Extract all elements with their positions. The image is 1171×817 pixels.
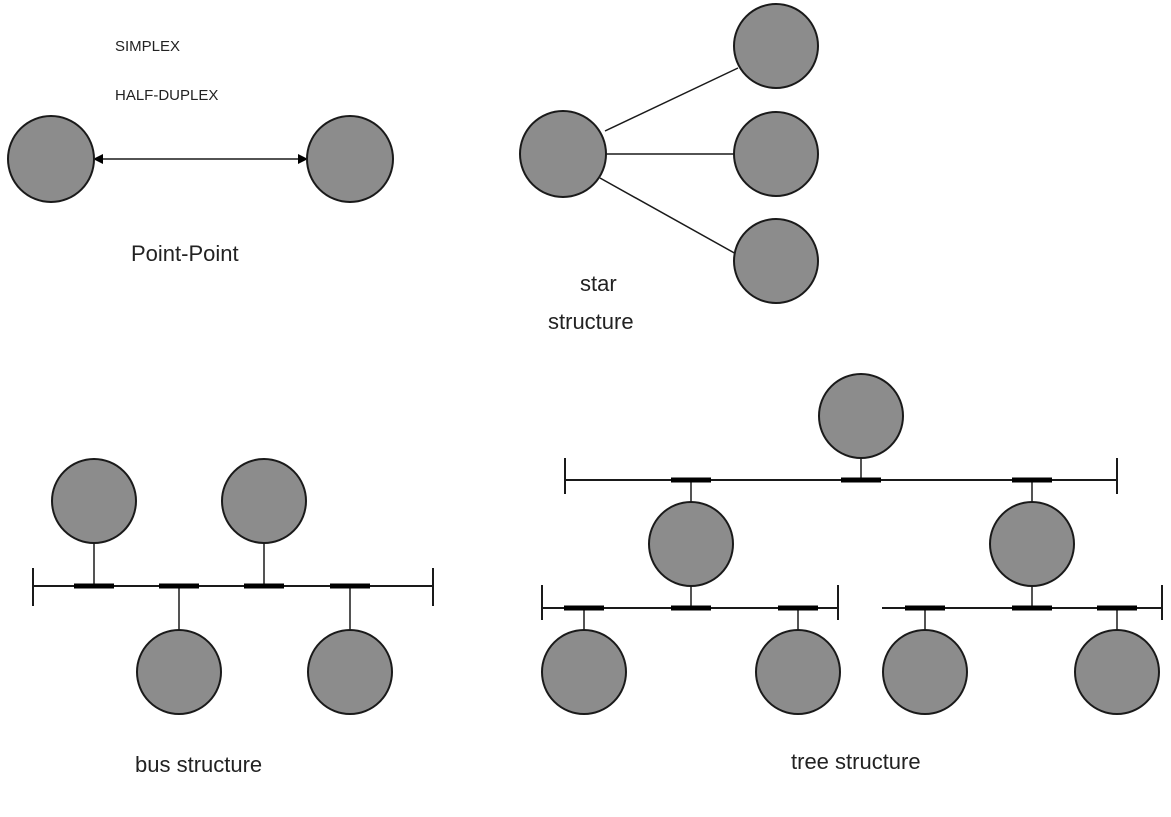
star-caption-line1: star [580,271,617,296]
tree-leaf-node [1074,629,1160,715]
star-node-bottom [733,218,819,304]
tree-mid-node-right [989,501,1075,587]
star-link-top [604,67,739,132]
point-point-diagram [7,115,394,203]
bus-node [51,458,137,544]
tree-diagram [541,373,1163,715]
tree-root-node [818,373,904,459]
bus-diagram [32,458,434,715]
bus-caption: bus structure [135,752,263,777]
tree-mid-node-left [648,501,734,587]
tree-caption: tree structure [791,749,921,774]
star-caption-line2: structure [548,309,634,334]
star-diagram [519,3,819,304]
point-node-right [306,115,394,203]
tree-leaf-node [882,629,968,715]
star-hub-node [519,110,607,198]
star-node-top [733,3,819,89]
point-node-left [7,115,95,203]
point-point-caption: Point-Point [131,241,239,266]
tree-leaf-node [755,629,841,715]
half-duplex-label: HALF-DUPLEX [115,87,219,104]
star-link-bottom [599,177,739,256]
tree-leaf-node [541,629,627,715]
simplex-label: SIMPLEX [115,38,181,55]
star-node-middle [733,111,819,197]
bus-node [136,629,222,715]
bus-node [307,629,393,715]
bus-node [221,458,307,544]
